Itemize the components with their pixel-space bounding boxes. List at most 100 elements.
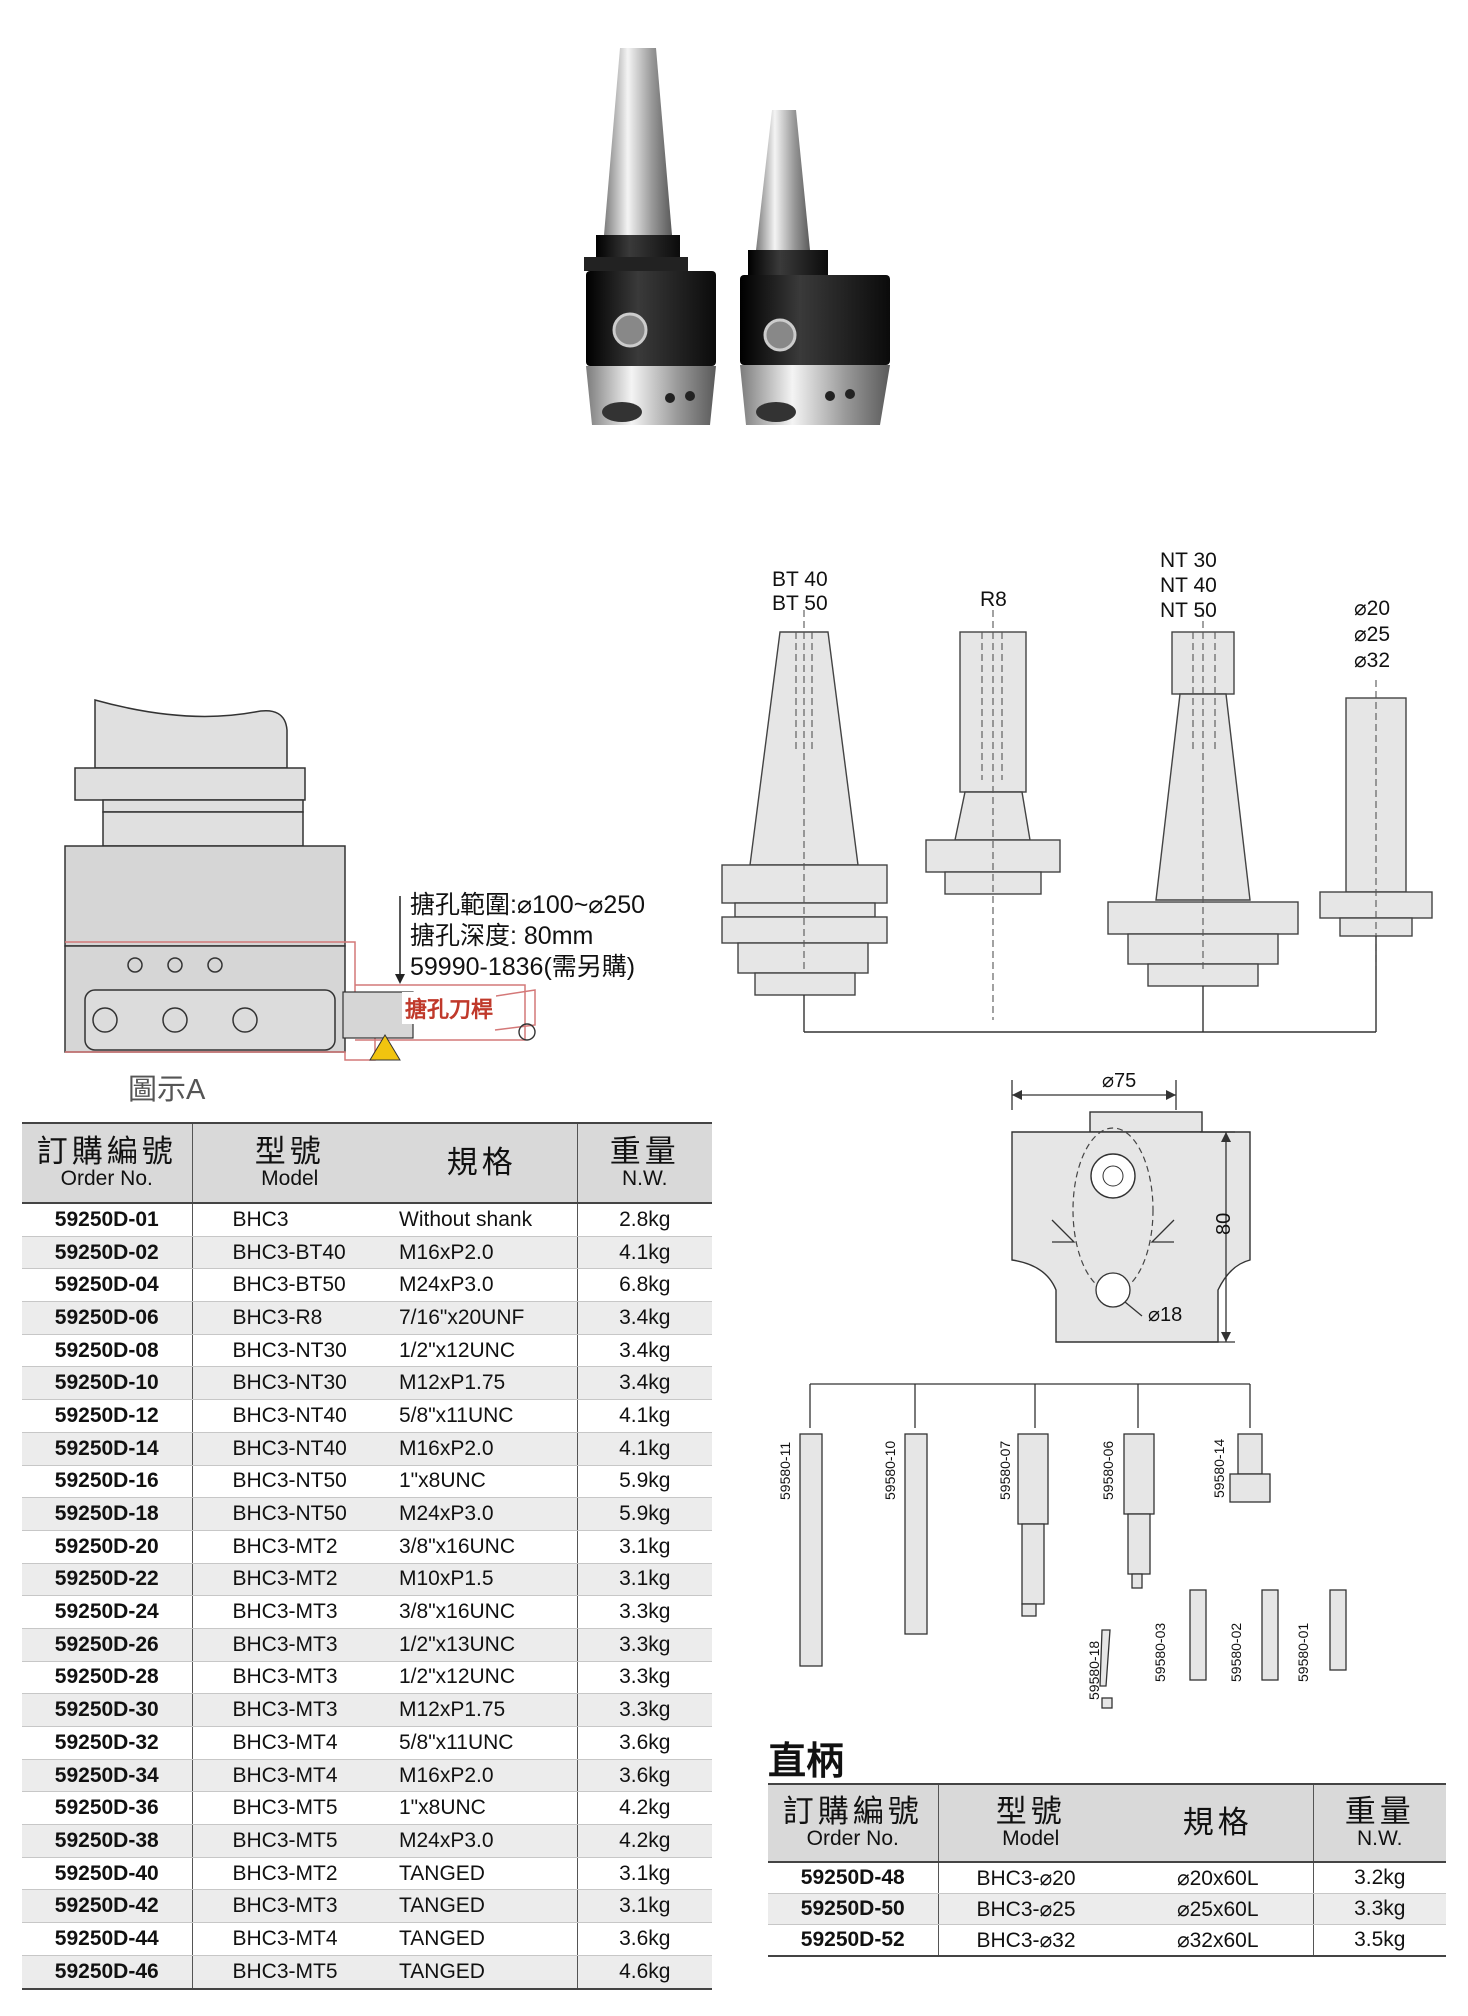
model-cell: BHC3-MT4: [192, 1726, 387, 1760]
model-cell: BHC3-MT3: [192, 1693, 387, 1727]
small-boring-head-photo: [740, 110, 890, 425]
weight-cell: 4.1kg: [576, 1236, 712, 1270]
nt-labels: NT 30 NT 40 NT 50: [1160, 549, 1217, 622]
weight-cell: 4.2kg: [576, 1791, 712, 1826]
bt-labels: BT 40 BT 50: [772, 568, 828, 615]
order-no-cell: 59250D-12: [22, 1399, 193, 1433]
spec-cell: 1/2"x13UNC: [387, 1628, 577, 1662]
order-no-cell: 59250D-40: [22, 1857, 193, 1891]
spec-cell: M16xP2.0: [387, 1236, 577, 1270]
weight-cell: 3.1kg: [576, 1857, 712, 1891]
spec-cell: M16xP2.0: [387, 1432, 577, 1466]
order-no-cell: 59250D-28: [22, 1661, 193, 1695]
model-cell: BHC3-MT5: [192, 1955, 387, 1990]
spec-cell: M24xP3.0: [387, 1497, 577, 1531]
order-no-cell: 59250D-44: [22, 1922, 193, 1956]
model-cell: BHC3-R8: [192, 1301, 387, 1335]
order-no-cell: 59250D-20: [22, 1530, 193, 1564]
shank-drawings: [721, 610, 1433, 1033]
boring-bars-drawing: [799, 1383, 1347, 1709]
weight-cell: 3.5kg: [1312, 1924, 1446, 1957]
model-cell: BHC3-MT2: [192, 1857, 387, 1891]
head-height-dim: 80: [1213, 1212, 1235, 1235]
large-boring-head-photo: [584, 48, 716, 425]
model-cell: BHC3: [192, 1203, 387, 1237]
model-cell: BHC3-NT30: [192, 1334, 387, 1368]
spec-cell: Without shank: [387, 1203, 577, 1237]
model-cell: BHC3-NT30: [192, 1366, 387, 1401]
order-no-cell: 59250D-30: [22, 1693, 193, 1727]
model-cell: BHC3-MT3: [192, 1595, 387, 1629]
spec-cell: 1"x8UNC: [387, 1791, 577, 1826]
boring-bar-part: 59990-1836(需另購): [410, 953, 636, 981]
model-cell: BHC3-BT50: [192, 1268, 387, 1303]
spec-cell: TANGED: [387, 1955, 577, 1990]
model-cell: BHC3-NT40: [192, 1399, 387, 1433]
bar-label-03: 59580-03: [1152, 1622, 1168, 1682]
order-no-cell: 59250D-42: [22, 1889, 193, 1924]
weight-cell: 4.6kg: [576, 1955, 712, 1990]
spec-cell: 1"x8UNC: [387, 1465, 577, 1499]
figure-a-caption: 圖示A: [128, 1074, 206, 1106]
spec-cell: TANGED: [387, 1857, 577, 1891]
weight-cell: 3.3kg: [1312, 1893, 1446, 1925]
spec-cell: M24xP3.0: [387, 1268, 577, 1303]
spec-cell: TANGED: [387, 1922, 577, 1956]
order-no-cell: 59250D-02: [22, 1236, 193, 1270]
spec-cell: TANGED: [387, 1889, 577, 1924]
order-no-cell: 59250D-36: [22, 1791, 193, 1826]
weight-cell: 4.1kg: [576, 1432, 712, 1466]
weight-cell: 4.1kg: [576, 1399, 712, 1433]
spec-cell: M16xP2.0: [387, 1759, 577, 1793]
model-cell: BHC3-NT50: [192, 1465, 387, 1499]
spec-cell: M12xP1.75: [387, 1366, 577, 1401]
product-photo: [584, 48, 890, 425]
weight-cell: 5.9kg: [576, 1465, 712, 1499]
straight-shank-title: 直柄: [768, 1741, 845, 1783]
weight-cell: 3.3kg: [576, 1595, 712, 1629]
bore-range: 搪孔範圍:⌀100~⌀250: [410, 891, 646, 919]
figure-a-drawing: [64, 699, 536, 1061]
weight-cell: 3.1kg: [576, 1563, 712, 1597]
order-no-cell: 59250D-18: [22, 1497, 193, 1531]
model-cell: BHC3-MT3: [192, 1661, 387, 1695]
order-no-cell: 59250D-24: [22, 1595, 193, 1629]
order-no-cell: 59250D-22: [22, 1563, 193, 1597]
bar-label-18: 59580-18: [1086, 1640, 1102, 1700]
spec-cell: 5/8"x11UNC: [387, 1726, 577, 1760]
spec-cell: M10xP1.5: [387, 1563, 577, 1597]
weight-cell: 3.3kg: [576, 1661, 712, 1695]
spec-cell: M12xP1.75: [387, 1693, 577, 1727]
model-cell: BHC3-MT5: [192, 1791, 387, 1826]
spec-cell: ⌀25x60L: [1123, 1893, 1313, 1925]
weight-cell: 3.4kg: [576, 1301, 712, 1335]
order-no-cell: 59250D-04: [22, 1268, 193, 1303]
bore-depth: 搪孔深度: 80mm: [410, 922, 594, 950]
ss-header-spec: 規格: [1123, 1784, 1313, 1862]
order-no-cell: 59250D-52: [768, 1924, 939, 1957]
weight-cell: 6.8kg: [576, 1268, 712, 1303]
